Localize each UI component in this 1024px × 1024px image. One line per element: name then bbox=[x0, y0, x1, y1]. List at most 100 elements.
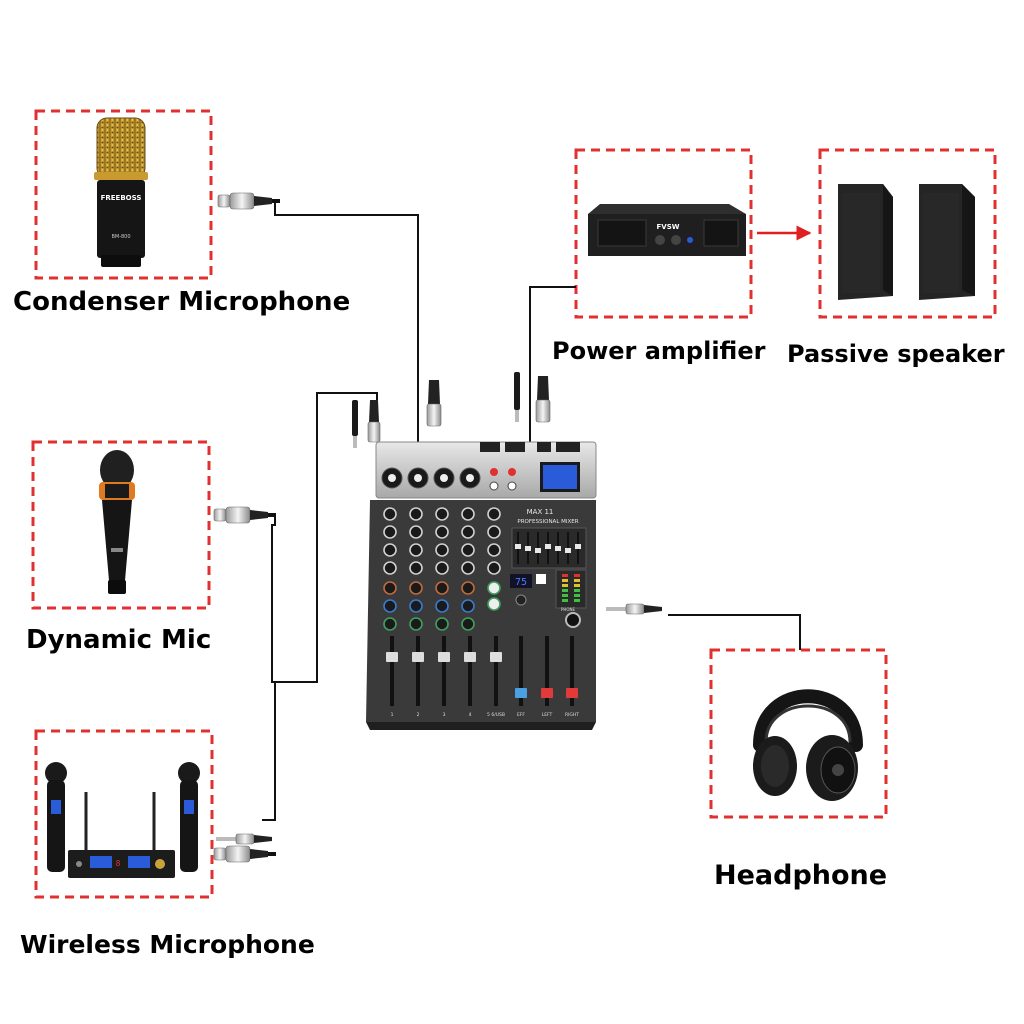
fader-label: 5 6/USB bbox=[487, 712, 505, 718]
mixer-knob bbox=[409, 507, 423, 521]
mixer-knob bbox=[461, 507, 475, 521]
meter-led bbox=[562, 589, 568, 592]
eq-slider-cap bbox=[525, 546, 531, 551]
fader-track bbox=[390, 636, 394, 706]
mixer-knob bbox=[461, 617, 475, 631]
mixer-knob bbox=[383, 543, 397, 557]
meter-led bbox=[562, 574, 568, 577]
amplifier-brand: FVSW bbox=[657, 223, 680, 231]
mixer-knob bbox=[487, 581, 501, 595]
mixer-knob bbox=[435, 543, 449, 557]
eq-slider-cap bbox=[565, 548, 571, 553]
dynamic-microphone-image bbox=[99, 450, 135, 594]
fader-label: 4 bbox=[469, 712, 472, 718]
mixer-knob bbox=[487, 525, 501, 539]
mixer-knob bbox=[409, 617, 423, 631]
headphone-image bbox=[753, 689, 863, 801]
meter-led bbox=[574, 584, 580, 587]
condenser-mic-brand: FREEBOSS bbox=[101, 194, 142, 202]
eq-slider-cap bbox=[535, 548, 541, 553]
headphone-frame bbox=[709, 648, 888, 819]
eq-slider-cap bbox=[555, 546, 561, 551]
mixer-knob bbox=[487, 597, 501, 611]
fader-cap bbox=[566, 688, 578, 698]
label-dynamic-mic: Dynamic Mic bbox=[26, 625, 212, 655]
eq-slider-cap bbox=[515, 544, 521, 549]
fader-cap bbox=[386, 652, 398, 662]
fader-track bbox=[570, 636, 574, 706]
mixer-knob bbox=[461, 581, 475, 595]
svg-text:8: 8 bbox=[116, 859, 121, 868]
meter-led bbox=[562, 594, 568, 597]
mixer-phone-label: PHONE bbox=[561, 607, 576, 612]
fader-track bbox=[442, 636, 446, 706]
mixer-knob bbox=[487, 507, 501, 521]
power-amplifier-image: FVSW bbox=[588, 204, 746, 256]
mixer-knob bbox=[383, 525, 397, 539]
mixer-knob bbox=[461, 525, 475, 539]
wireless-microphone-image: 8 bbox=[45, 762, 200, 878]
mixer-display-value: 75 bbox=[515, 577, 527, 588]
fader-cap bbox=[541, 688, 553, 698]
meter-led bbox=[574, 599, 580, 602]
label-passive-speaker: Passive speaker bbox=[787, 340, 1005, 368]
meter-led bbox=[562, 599, 568, 602]
mixer-model: MAX 11 bbox=[527, 508, 554, 516]
eq-slider-cap bbox=[575, 544, 581, 549]
mixer-knob bbox=[435, 581, 449, 595]
meter-led bbox=[574, 589, 580, 592]
mixer-knob bbox=[461, 561, 475, 575]
meter-led bbox=[574, 574, 580, 577]
fader-label: LEFT bbox=[542, 712, 553, 718]
cable-wireless bbox=[262, 682, 276, 821]
power-amplifier-frame bbox=[574, 148, 753, 319]
cable-dynamic bbox=[271, 392, 378, 683]
fader-cap bbox=[464, 652, 476, 662]
mixer-knob bbox=[435, 525, 449, 539]
fader-track bbox=[519, 636, 523, 706]
label-wireless-microphone: Wireless Microphone bbox=[20, 930, 315, 959]
fader-label: 1 bbox=[391, 712, 394, 718]
fader-track bbox=[416, 636, 420, 706]
mixer-knob bbox=[383, 507, 397, 521]
fader-label: 3 bbox=[443, 712, 446, 718]
mixer-knob bbox=[435, 599, 449, 613]
condenser-mic-model: BM-800 bbox=[111, 234, 130, 240]
condenser-microphone-image: FREEBOSS BM-800 bbox=[94, 117, 148, 267]
fader-track bbox=[468, 636, 472, 706]
passive-speaker-frame bbox=[818, 148, 997, 319]
mixer-knob bbox=[383, 617, 397, 631]
mixer-knob bbox=[409, 599, 423, 613]
fader-label: EFF bbox=[517, 712, 525, 718]
mixer-knob bbox=[461, 543, 475, 557]
mixer-knob bbox=[409, 581, 423, 595]
connector-plugs bbox=[213, 192, 662, 863]
fader-label: 2 bbox=[417, 712, 420, 718]
cable-condenser bbox=[274, 200, 419, 445]
mixer-knob bbox=[487, 543, 501, 557]
label-power-amplifier: Power amplifier bbox=[552, 337, 766, 365]
fader-track bbox=[494, 636, 498, 706]
fader-cap bbox=[412, 652, 424, 662]
meter-led bbox=[574, 579, 580, 582]
mixer-knob bbox=[435, 617, 449, 631]
meter-led bbox=[562, 584, 568, 587]
mixer-knob bbox=[383, 599, 397, 613]
mixer-image: MAX 11 PROFESSIONAL MIXER 75 PHONE 1 2 3 4 5… bbox=[366, 441, 597, 730]
passive-speakers-image bbox=[838, 184, 975, 300]
mixer-knob bbox=[383, 581, 397, 595]
wireless-mic-frame bbox=[34, 729, 214, 899]
fader-cap bbox=[490, 652, 502, 662]
fader-cap bbox=[515, 688, 527, 698]
eq-slider-cap bbox=[545, 544, 551, 549]
mixer-knob bbox=[461, 599, 475, 613]
mixer-knob bbox=[409, 525, 423, 539]
mixer-knob bbox=[487, 561, 501, 575]
meter-led bbox=[574, 594, 580, 597]
cable-headphone bbox=[668, 614, 801, 650]
mixer-subtitle: PROFESSIONAL MIXER bbox=[517, 519, 578, 525]
mixer-knob bbox=[409, 543, 423, 557]
mixer-knob bbox=[383, 561, 397, 575]
